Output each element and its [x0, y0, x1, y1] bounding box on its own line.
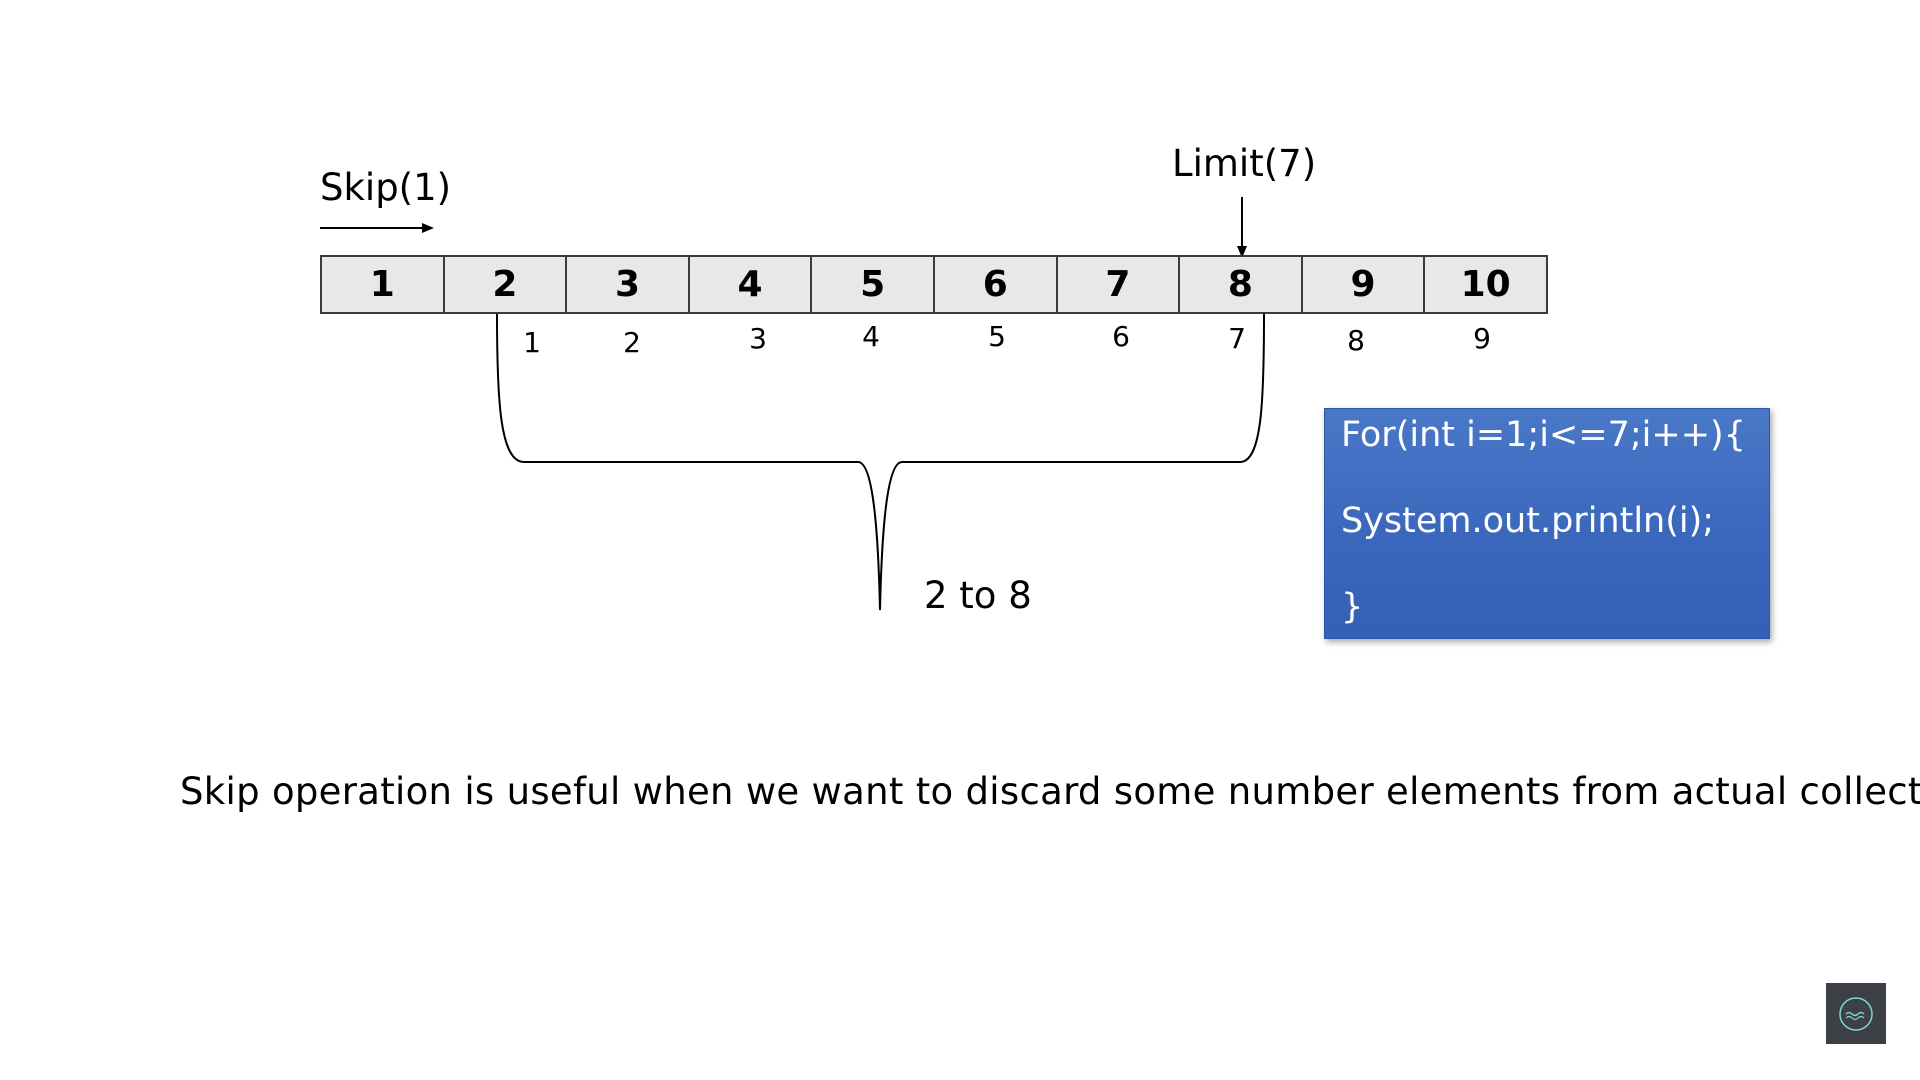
channel-logo[interactable] [1826, 983, 1886, 1044]
index-label: 3 [749, 322, 767, 355]
index-label: 4 [862, 320, 880, 353]
array-cell: 2 [442, 255, 568, 314]
limit-arrow-head [1237, 246, 1247, 258]
index-label: 2 [623, 326, 641, 359]
array-row: 1 2 3 4 5 6 7 8 9 10 [320, 255, 1548, 314]
array-cell: 10 [1423, 255, 1548, 314]
code-box: For(int i=1;i<=7;i++){ System.out.printl… [1324, 408, 1770, 639]
code-line-close: } [1341, 587, 1364, 627]
code-line-loop: For(int i=1;i<=7;i++){ [1341, 415, 1746, 455]
index-label: 7 [1228, 322, 1246, 355]
array-cell: 8 [1178, 255, 1303, 314]
range-brace [496, 313, 1265, 611]
range-label: 2 to 8 [924, 574, 1032, 617]
skip-arrow-head [422, 223, 434, 233]
array-cell: 9 [1300, 255, 1426, 314]
index-label: 6 [1112, 320, 1130, 353]
array-cell: 6 [932, 255, 1058, 314]
slide-caption: Skip operation is useful when we want to… [180, 770, 1920, 813]
array-cell: 1 [320, 255, 445, 314]
channel-logo-icon [1839, 996, 1873, 1031]
code-line-print: System.out.println(i); [1341, 501, 1715, 541]
limit-label: Limit(7) [1172, 142, 1317, 185]
index-label: 1 [523, 326, 541, 359]
array-cell: 7 [1055, 255, 1181, 314]
skip-label: Skip(1) [320, 166, 452, 209]
array-cell: 5 [810, 255, 935, 314]
index-label: 8 [1347, 324, 1365, 357]
array-cell: 4 [687, 255, 813, 314]
array-cell: 3 [565, 255, 690, 314]
index-label: 9 [1473, 322, 1491, 355]
index-label: 5 [988, 320, 1006, 353]
